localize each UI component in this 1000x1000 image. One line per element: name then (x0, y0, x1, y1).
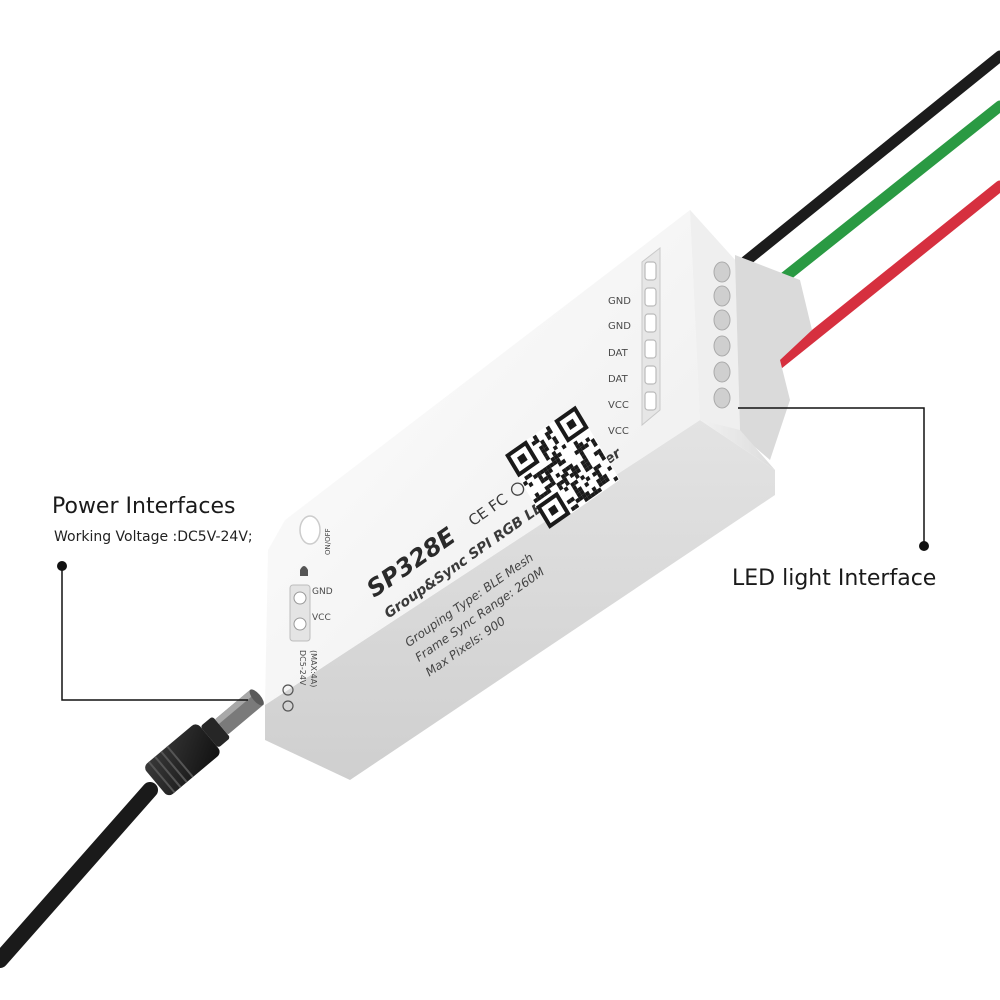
led-interface-title: LED light Interface (732, 566, 937, 591)
working-voltage-text: Working Voltage :DC5V-24V; (54, 529, 253, 545)
output-terminal-label: GND (608, 296, 631, 307)
device-side-face (265, 420, 775, 780)
power-terminal-label: GND (312, 587, 333, 597)
power-terminal-block (289, 584, 311, 642)
button-label: ON/OFF (324, 528, 332, 555)
power-button (299, 515, 321, 545)
wire-entry-holes (713, 261, 731, 409)
qr-code (505, 405, 620, 529)
bulb-icon (300, 566, 308, 576)
wire-holder (735, 255, 812, 460)
output-terminal-label: DAT (608, 374, 629, 385)
device-top-face (265, 210, 700, 705)
led-callout-line (738, 407, 925, 546)
dc-jack-symbol (282, 684, 294, 712)
power-rating: DC5-24V (298, 650, 307, 686)
output-terminal-label: GND (608, 321, 631, 332)
power-callout-line (61, 566, 248, 701)
dc-plug (145, 689, 264, 796)
output-terminal-label: DAT (608, 348, 629, 359)
terminal-slots (644, 261, 657, 411)
wire-black (724, 50, 1000, 280)
power-rating-max: (MAX:4A) (309, 650, 318, 687)
recycle-icon (510, 482, 525, 496)
output-terminal-label: VCC (608, 426, 629, 437)
power-cable (0, 782, 158, 968)
power-terminal-label: VCC (312, 613, 331, 623)
power-callout-dot (57, 561, 67, 571)
output-terminal-label: VCC (608, 400, 629, 411)
led-callout-dot (919, 541, 929, 551)
power-interfaces-title: Power Interfaces (52, 494, 236, 519)
